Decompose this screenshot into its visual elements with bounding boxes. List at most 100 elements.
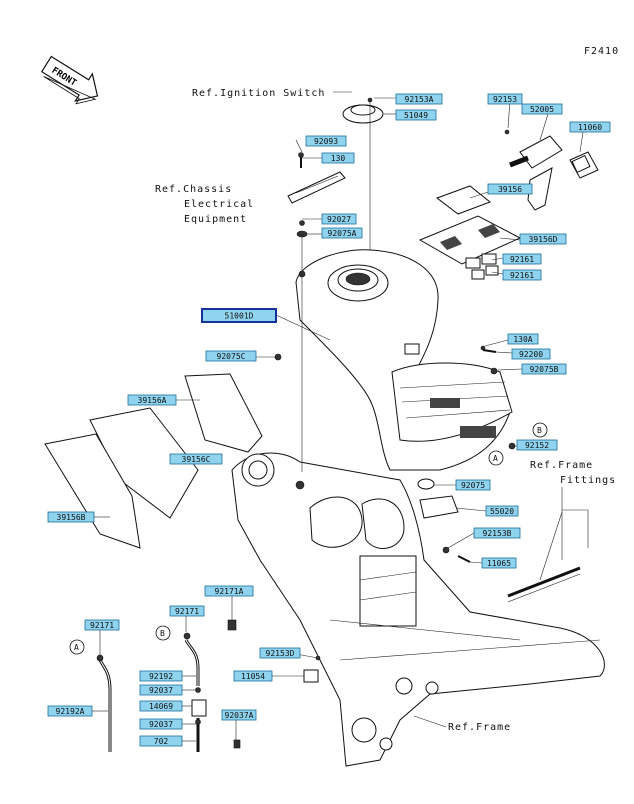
part-callout-box[interactable]: [47, 705, 93, 717]
part-callout[interactable]: 92161: [502, 269, 542, 281]
part-callout[interactable]: 130A: [507, 333, 539, 345]
part-callout[interactable]: 92171: [169, 605, 205, 617]
part-number-label: 39156C: [182, 455, 211, 464]
ref-frame: Ref.Frame: [448, 722, 511, 733]
part-callout-box[interactable]: [321, 227, 363, 239]
part-callout-box[interactable]: [511, 348, 551, 360]
part-number-label: 92075C: [217, 352, 246, 361]
part-callout[interactable]: 51001D: [201, 308, 277, 323]
part-callout[interactable]: 11054: [233, 670, 273, 682]
part-number-label: 92171A: [215, 587, 244, 596]
part-callout-box[interactable]: [204, 585, 254, 597]
part-callout[interactable]: 52005: [521, 103, 563, 115]
part-callout[interactable]: 92037: [139, 718, 183, 730]
part-number-label: 92075B: [530, 365, 559, 374]
svg-text:A: A: [74, 643, 79, 652]
part-callout[interactable]: 92037A: [221, 709, 257, 721]
part-callout-box[interactable]: [321, 213, 357, 225]
part-callout[interactable]: 92200: [511, 348, 551, 360]
part-callout-box[interactable]: [139, 700, 183, 712]
part-callout-box[interactable]: [169, 453, 223, 465]
part-callout[interactable]: 92161: [502, 253, 542, 265]
part-callout[interactable]: 702: [139, 735, 183, 747]
part-callout[interactable]: 92075B: [521, 363, 567, 375]
part-callout[interactable]: 130: [321, 152, 355, 164]
part-labels: 92153A 51049 92153 52005 11060 92093 130 39156 9…: [47, 93, 611, 747]
part-callout-box[interactable]: [139, 735, 183, 747]
part-callout-box[interactable]: [502, 269, 542, 281]
part-callout-box[interactable]: [485, 505, 519, 517]
part-number-label: 92027: [327, 215, 351, 224]
part-callout[interactable]: 11065: [481, 557, 517, 569]
part-callout-box[interactable]: [395, 109, 437, 121]
part-callout[interactable]: 39156B: [47, 511, 95, 523]
part-callout[interactable]: 55020: [485, 505, 519, 517]
part-callout[interactable]: 92153: [487, 93, 523, 105]
part-callout-box[interactable]: [507, 333, 539, 345]
part-callout-box[interactable]: [455, 479, 491, 491]
part-number-label: 92200: [519, 350, 543, 359]
part-callout[interactable]: 92152: [516, 439, 558, 451]
part-callout-box[interactable]: [521, 363, 567, 375]
part-callout-box[interactable]: [521, 103, 563, 115]
part-callout[interactable]: 11060: [569, 121, 611, 133]
part-number-label: 39156D: [529, 235, 558, 244]
part-callout[interactable]: 92093: [305, 135, 347, 147]
part-callout-box[interactable]: [169, 605, 205, 617]
part-callout-box[interactable]: [519, 233, 567, 245]
part-callout[interactable]: 92171: [84, 619, 120, 631]
part-callout-box[interactable]: [139, 718, 183, 730]
part-callout[interactable]: 92192: [139, 670, 183, 682]
part-callout-box[interactable]: [233, 670, 273, 682]
part-callout[interactable]: 14069: [139, 700, 183, 712]
part-callout-box[interactable]: [395, 93, 443, 105]
part-callout[interactable]: 51049: [395, 109, 437, 121]
part-callout-box[interactable]: [305, 135, 347, 147]
part-number-label: 52005: [530, 105, 554, 114]
part-callout-box[interactable]: [127, 394, 177, 406]
part-number-label: 55020: [490, 507, 514, 516]
part-callout-box[interactable]: [221, 709, 257, 721]
part-number-label: 39156B: [57, 513, 86, 522]
part-callout-box[interactable]: [569, 121, 611, 133]
part-callout-box[interactable]: [205, 350, 257, 362]
part-callout-box[interactable]: [259, 647, 301, 659]
part-callout-box[interactable]: [47, 511, 95, 523]
part-callout-box[interactable]: [516, 439, 558, 451]
part-callout-box[interactable]: [139, 684, 183, 696]
part-callout[interactable]: 39156: [487, 183, 533, 195]
part-callout[interactable]: 92075C: [205, 350, 257, 362]
part-callout[interactable]: 92171A: [204, 585, 254, 597]
part-callout-box[interactable]: [487, 93, 523, 105]
part-callout-box[interactable]: [84, 619, 120, 631]
part-callout[interactable]: 92153A: [395, 93, 443, 105]
part-callout[interactable]: 92153B: [473, 527, 521, 539]
part-callout[interactable]: 39156A: [127, 394, 177, 406]
part-number-label: 92161: [510, 271, 534, 280]
part-number-label: 92075A: [328, 229, 357, 238]
svg-text:B: B: [160, 629, 165, 638]
ref-chassis-line2: Electrical: [184, 199, 254, 210]
part-number-label: 92171: [175, 607, 199, 616]
part-callout-box[interactable]: [321, 152, 355, 164]
part-callout-box[interactable]: [473, 527, 521, 539]
part-callout[interactable]: 39156C: [169, 453, 223, 465]
part-callout[interactable]: 92037: [139, 684, 183, 696]
part-number-label: 51001D: [225, 312, 254, 321]
part-callout[interactable]: 92075: [455, 479, 491, 491]
part-callout[interactable]: 92075A: [321, 227, 363, 239]
part-callout[interactable]: 92192A: [47, 705, 93, 717]
part-callout-box[interactable]: [201, 308, 277, 323]
marker-a-right: A: [488, 450, 504, 466]
part-callout[interactable]: 39156D: [519, 233, 567, 245]
part-callout-box[interactable]: [139, 670, 183, 682]
part-callout-box[interactable]: [502, 253, 542, 265]
svg-text:B: B: [537, 426, 542, 435]
part-number-label: 92153A: [405, 95, 434, 104]
part-number-label: 92037: [149, 720, 173, 729]
part-number-label: 92152: [525, 441, 549, 450]
part-callout-box[interactable]: [487, 183, 533, 195]
part-callout-box[interactable]: [481, 557, 517, 569]
part-callout[interactable]: 92027: [321, 213, 357, 225]
part-callout[interactable]: 92153D: [259, 647, 301, 659]
